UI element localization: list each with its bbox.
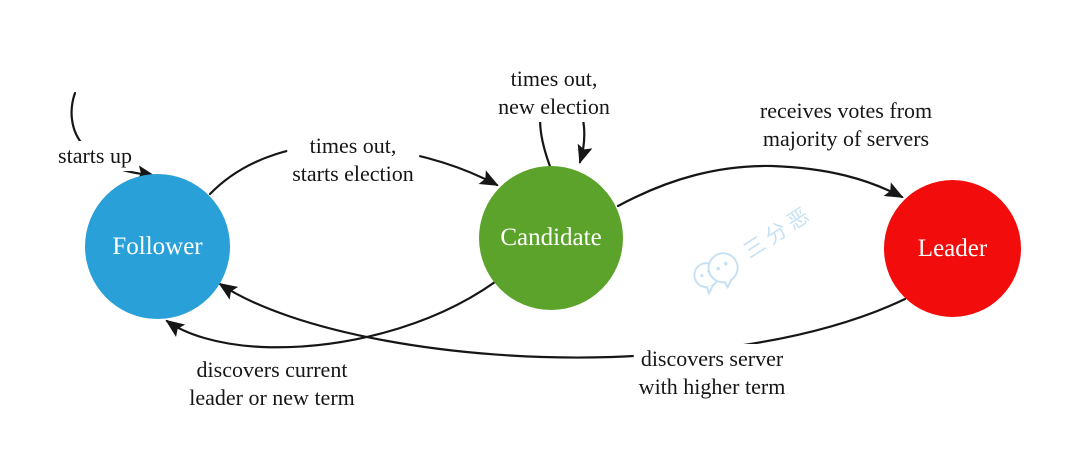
state-candidate: Candidate xyxy=(479,166,623,310)
state-follower: Follower xyxy=(85,174,230,319)
label-starts-up: starts up xyxy=(53,141,137,171)
state-leader-label: Leader xyxy=(917,234,988,262)
leader-to-follower-arrow xyxy=(218,282,907,359)
state-leader: Leader xyxy=(884,180,1021,317)
label-times-out-new-election: times out, new election xyxy=(493,64,615,122)
label-discovers-current-leader: discovers current leader or new term xyxy=(184,355,360,413)
label-discovers-server-higher-term: discovers server with higher term xyxy=(633,344,791,402)
state-follower-label: Follower xyxy=(112,232,203,260)
label-receives-votes: receives votes from majority of servers xyxy=(754,96,938,154)
label-times-out-starts-election: times out, starts election xyxy=(287,131,419,189)
state-candidate-label: Candidate xyxy=(500,224,602,251)
candidate-to-leader-arrow xyxy=(616,164,904,208)
candidate-to-follower-arrow xyxy=(165,280,497,349)
